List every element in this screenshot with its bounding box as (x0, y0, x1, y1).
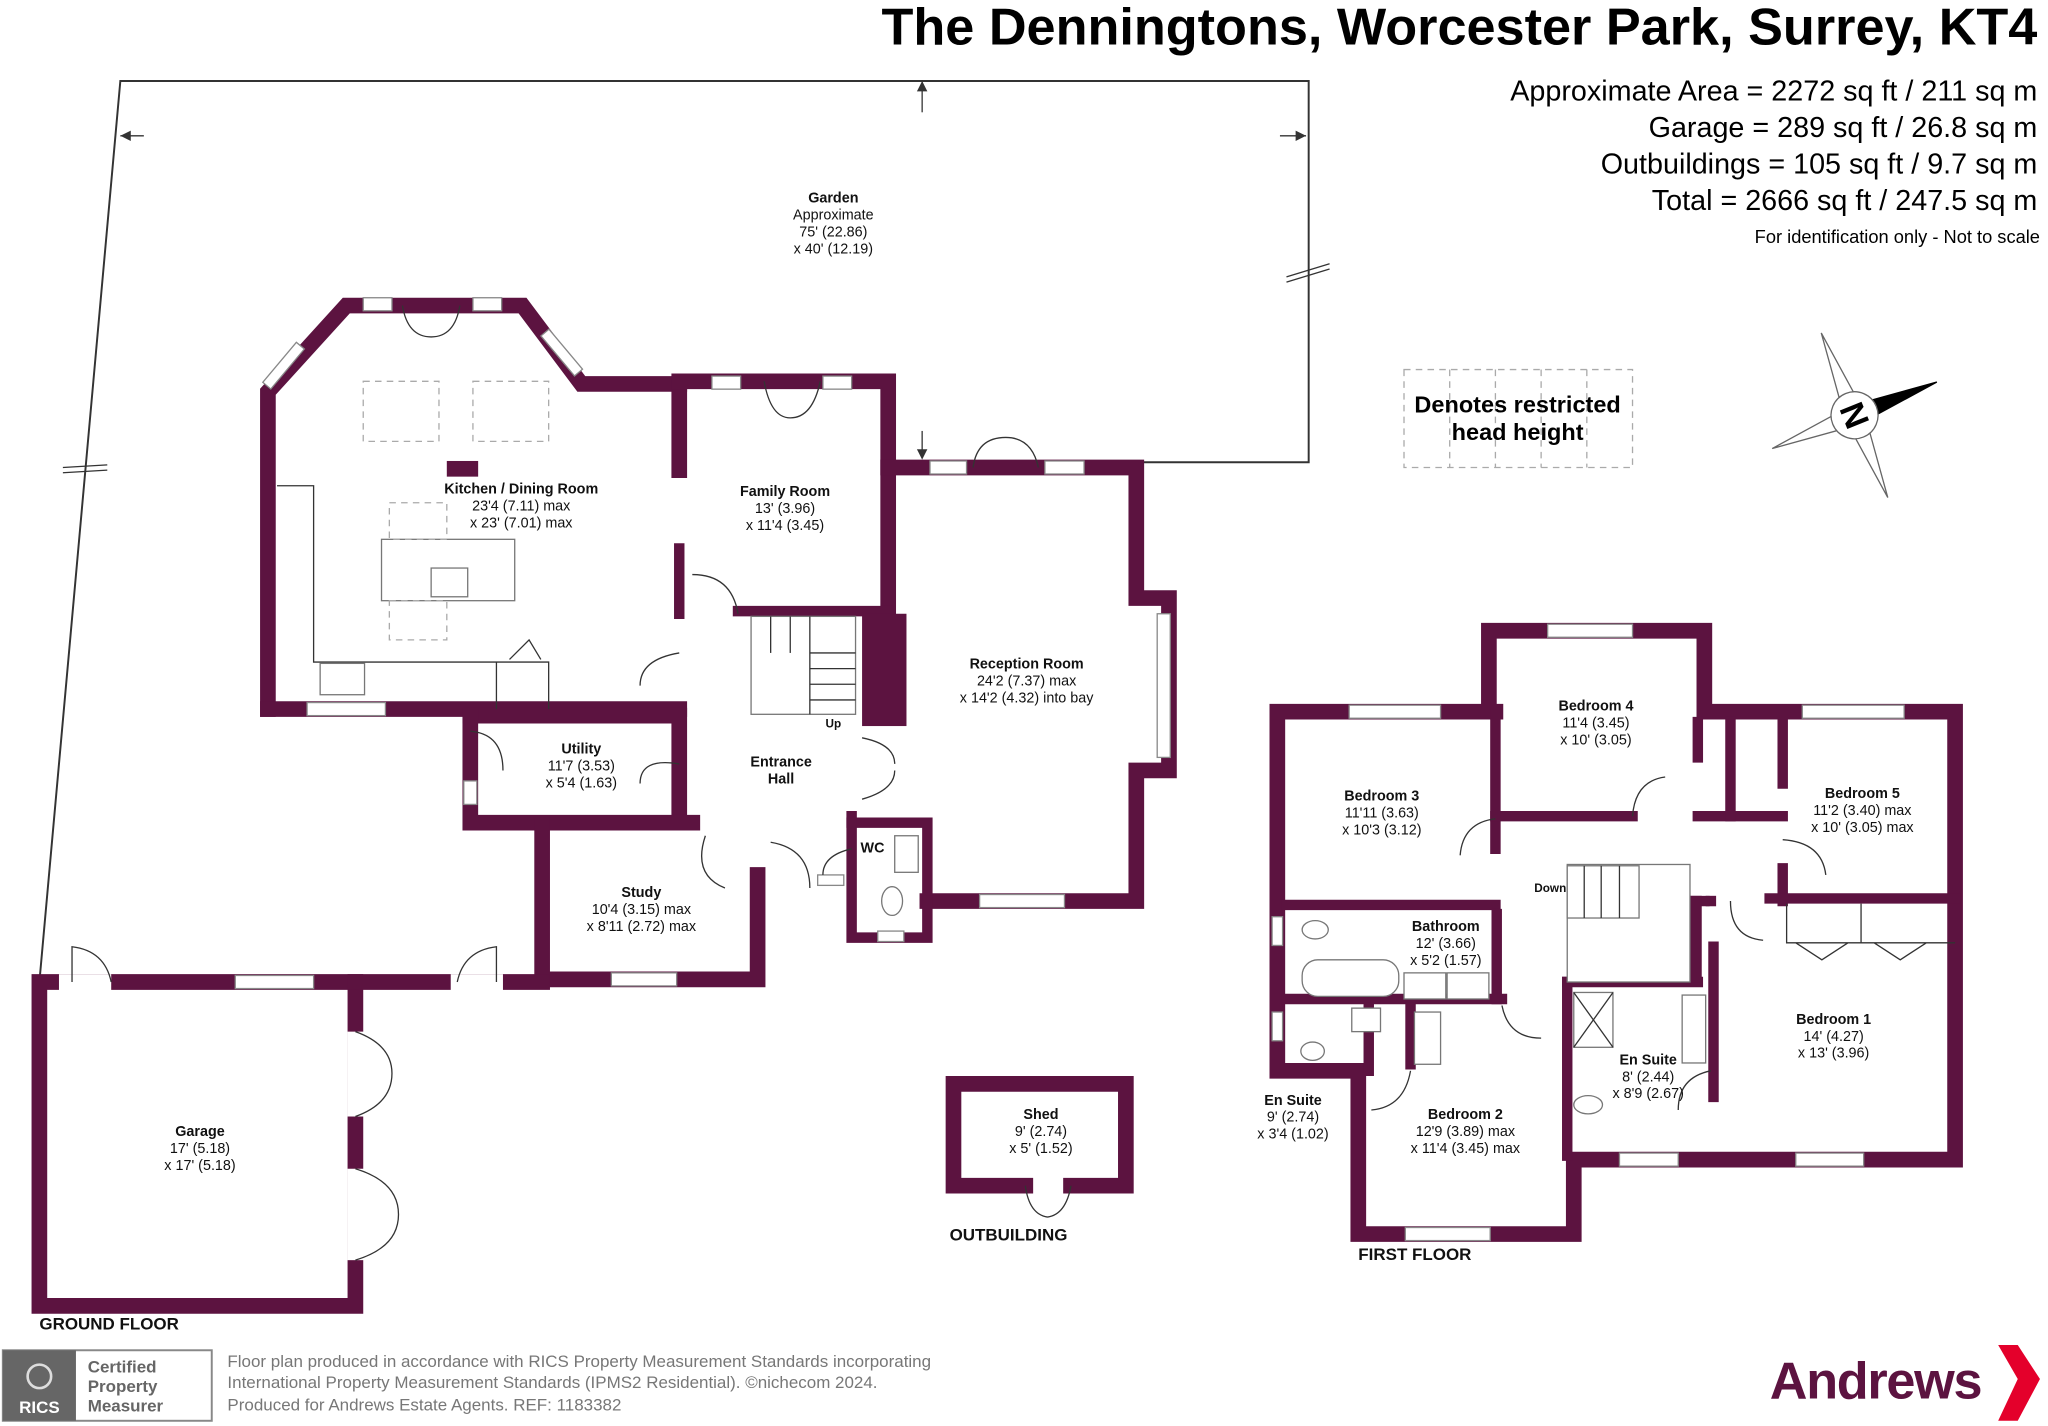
room-dim: x 5'4 (1.63) (546, 775, 617, 791)
room-dim: x 17' (5.18) (164, 1158, 235, 1174)
first-floor-label: FIRST FLOOR (1358, 1245, 1471, 1264)
ground-floor-label: GROUND FLOOR (39, 1314, 179, 1333)
room-dim: x 11'4 (3.45) max (1411, 1141, 1521, 1157)
area-line: Total = 2666 sq ft / 247.5 sq m (1652, 185, 2038, 217)
outbuilding-label: OUTBUILDING (950, 1226, 1068, 1245)
kitchen-fittings (277, 380, 550, 710)
room-dim: 23'4 (7.11) max (472, 499, 571, 515)
room-dim: 11'11 (3.63) (1345, 805, 1419, 821)
footer-text: Floor plan produced in accordance with R… (227, 1352, 931, 1371)
room-dim: 9' (2.74) (1267, 1110, 1319, 1126)
room-label-bedroom-3: Bedroom 3 (1344, 788, 1419, 804)
room-label-study: Study (621, 885, 661, 901)
room-dim: 10'4 (3.15) max (592, 902, 692, 918)
family-french-doors (763, 381, 821, 419)
room-label-entrance-hall: Entrance (750, 755, 811, 771)
room-dim: x 10' (3.05) max (1811, 820, 1914, 836)
room-dim: 12'9 (3.89) max (1416, 1124, 1516, 1140)
garden-dim: 75' (22.86) (799, 224, 867, 240)
room-dim: x 5' (1.52) (1009, 1141, 1072, 1157)
garden-dim: Approximate (793, 207, 874, 223)
kitchen-french-doors (401, 305, 461, 338)
garden-dim: x 40' (12.19) (794, 241, 873, 257)
rics-badge: RICS Certified Property Measurer (1, 1349, 213, 1422)
room-dim: x 3'4 (1.02) (1257, 1127, 1328, 1143)
footer-text: International Property Measurement Stand… (227, 1373, 877, 1392)
room-dim: x 10' (3.05) (1560, 732, 1631, 748)
room-label-bathroom: Bathroom (1412, 919, 1480, 935)
room-dim: x 14'2 (4.32) into bay (960, 691, 1094, 707)
scale-note: For identification only - Not to scale (1755, 226, 2040, 247)
room-dim: 14' (4.27) (1804, 1029, 1864, 1045)
room-dim: 17' (5.18) (170, 1141, 230, 1157)
svg-text:Denotes restricted: Denotes restricted (1414, 392, 1620, 418)
stairs-down-label: Down (1534, 882, 1566, 895)
room-dim: x 10'3 (3.12) (1342, 822, 1421, 838)
room-label-bedroom-2: Bedroom 2 (1428, 1107, 1503, 1123)
room-dim: x 8'11 (2.72) max (587, 919, 697, 935)
room-dim: x 8'9 (2.67) (1613, 1086, 1684, 1102)
room-dim: 11'7 (3.53) (548, 758, 615, 774)
area-line: Garage = 289 sq ft / 26.8 sq m (1649, 112, 2038, 144)
room-dim: x 11'4 (3.45) (746, 518, 824, 534)
room-dim: x 5'2 (1.57) (1410, 953, 1481, 969)
svg-text:Andrews: Andrews (1770, 1353, 1981, 1411)
svg-text:Property: Property (88, 1377, 158, 1396)
room-label-garage: Garage (175, 1124, 225, 1140)
room-dim: 8' (2.44) (1622, 1069, 1674, 1085)
reception-french-doors (972, 436, 1040, 468)
restricted-head-height-legend: Denotes restricted head height (1403, 368, 1634, 469)
room-dim: x 23' (7.01) max (470, 516, 573, 532)
ground-floor-walls (31, 297, 1177, 1314)
footer-text: Produced for Andrews Estate Agents. REF:… (227, 1395, 621, 1414)
svg-text:Certified: Certified (88, 1357, 157, 1376)
room-dim: x 13' (3.96) (1798, 1046, 1869, 1062)
compass-icon: N (1771, 332, 1938, 498)
staircase (750, 615, 857, 715)
room-label-wc: WC (861, 841, 885, 857)
room-label-en-suite: En Suite (1619, 1052, 1676, 1068)
first-floor-fittings (1300, 776, 1956, 1115)
first-floor-walls (1269, 622, 1963, 1242)
room-label-bedroom-1: Bedroom 1 (1796, 1012, 1871, 1028)
svg-text:head height: head height (1452, 419, 1584, 445)
room-label-bedroom-4: Bedroom 4 (1558, 698, 1633, 714)
area-line: Approximate Area = 2272 sq ft / 211 sq m (1510, 76, 2037, 108)
room-dim: 13' (3.96) (755, 501, 815, 517)
room-label-en-suite: En Suite (1264, 1093, 1321, 1109)
room-label-kitchen: Kitchen / Dining Room (444, 482, 598, 498)
room-dim: 11'4 (3.45) (1562, 715, 1629, 731)
room-label-entrance-hall: Hall (768, 772, 794, 788)
room-dim: 24'2 (7.37) max (977, 674, 1077, 690)
room-label-reception: Reception Room (970, 657, 1084, 673)
area-line: Outbuildings = 105 sq ft / 9.7 sq m (1601, 149, 2038, 181)
room-label-shed: Shed (1023, 1107, 1058, 1123)
property-title: The Denningtons, Worcester Park, Surrey,… (881, 0, 2037, 56)
shed-walls (945, 1076, 1134, 1218)
room-label-garden: Garden (808, 190, 858, 206)
room-label-family-room: Family Room (740, 484, 830, 500)
stairs-up-label: Up (826, 717, 842, 730)
room-dim: 12' (3.66) (1416, 936, 1476, 952)
svg-text:Measurer: Measurer (88, 1397, 164, 1416)
andrews-logo: Andrews (1770, 1345, 2040, 1421)
svg-text:RICS: RICS (19, 1398, 60, 1417)
room-label-bedroom-5: Bedroom 5 (1825, 786, 1900, 802)
garden-boundary (38, 79, 1330, 983)
room-dim: 11'2 (3.40) max (1813, 803, 1912, 819)
room-dim: 9' (2.74) (1015, 1124, 1067, 1140)
room-label-utility: Utility (561, 741, 601, 757)
